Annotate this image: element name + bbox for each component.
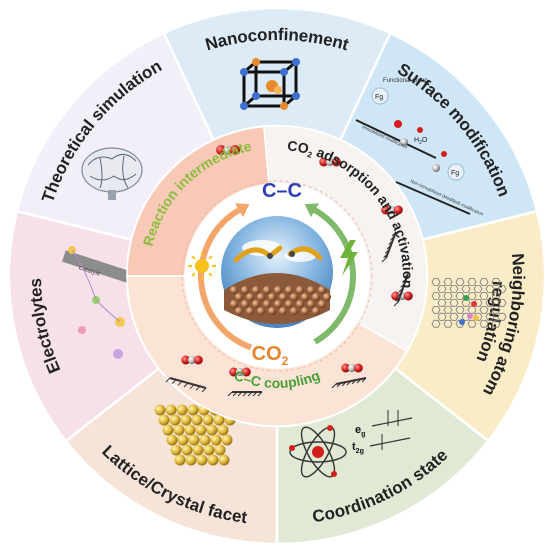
lattice-illustration — [154, 404, 236, 466]
t2g-label: t2g — [352, 441, 364, 455]
functional-group-label: Functional group — [383, 78, 428, 84]
center-co2-label: CO2 — [252, 343, 289, 368]
coordination-illustration: eg t2g — [289, 410, 413, 478]
center-cc-label: C–C — [262, 180, 302, 202]
neighboring-illustration — [431, 278, 507, 328]
lightning-icon — [340, 240, 358, 276]
fg-label-2: Fg — [451, 170, 459, 177]
sun-icon — [188, 252, 216, 280]
inner-molecules — [165, 145, 413, 397]
theoretical-illustration — [81, 147, 143, 200]
center-cycle: C–C CO2 — [188, 180, 358, 368]
nanoconfinement-illustration — [240, 58, 300, 110]
eg-label: eg — [355, 424, 365, 438]
fg-label-1: Fg — [375, 94, 383, 101]
h2o-label: H2O — [414, 137, 428, 146]
